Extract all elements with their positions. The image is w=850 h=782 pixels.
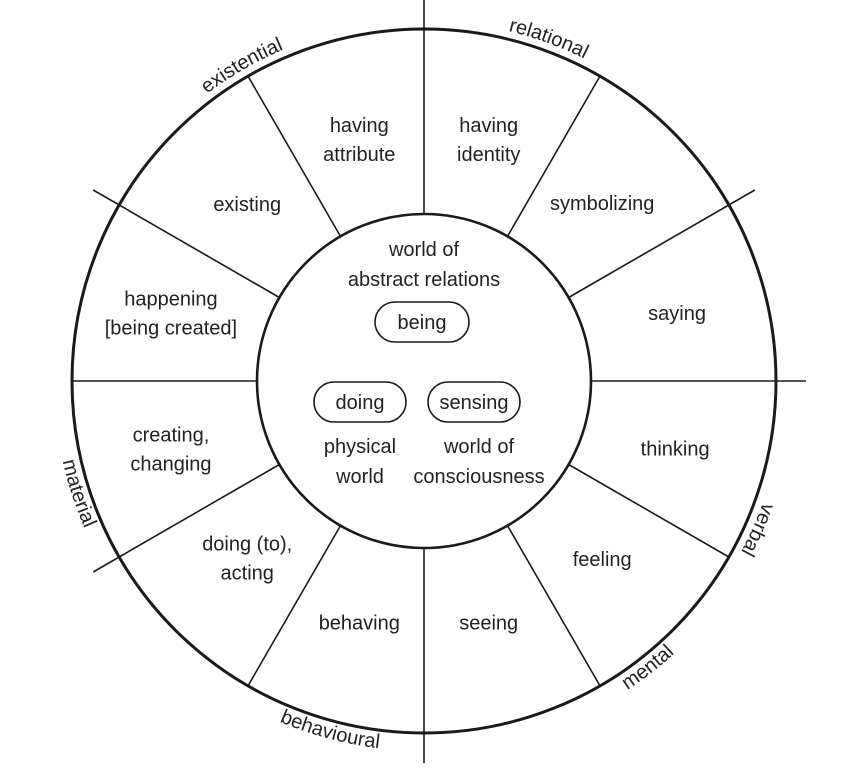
type-boundary-line — [568, 189, 756, 299]
doing-pill — [313, 381, 407, 423]
being-pill — [374, 301, 470, 343]
physical-world-label: physical world — [324, 436, 396, 488]
segment-label-doing-to-acting: doing (to), acting — [202, 533, 292, 584]
physical-world-label-line: physical — [324, 436, 396, 458]
segment-label-feeling: feeling — [573, 549, 632, 571]
segment-label-saying: saying — [648, 303, 706, 325]
segment-label-line: identity — [457, 144, 520, 166]
doing-pill-label: doing — [336, 392, 385, 414]
inner-circle — [255, 212, 593, 550]
segment-label-existing: existing — [213, 194, 281, 216]
process-type-labels: relationalverbalmentalbehaviouralmateria… — [58, 14, 779, 753]
segment-divider-line — [247, 525, 342, 687]
segment-label-line: happening — [124, 289, 217, 311]
segment-label-line: having — [330, 115, 389, 137]
segment-label-line: having — [459, 115, 518, 137]
segment-label-line: attribute — [323, 144, 395, 166]
sensing-pill — [427, 381, 521, 423]
segment-divider-line — [506, 525, 601, 687]
segment-label-happening: happening [being created] — [105, 289, 237, 340]
being-pill-label: being — [398, 312, 447, 334]
segment-label-line: changing — [130, 453, 211, 475]
wheel-structure — [70, 0, 806, 763]
segment-label-having-identity: having identity — [457, 115, 520, 166]
sensing-pill-label: sensing — [440, 392, 509, 414]
abstract-relations-label-line: abstract relations — [348, 269, 500, 291]
process-type-relational: relational — [507, 14, 592, 63]
abstract-relations-label: world of abstract relations — [348, 239, 500, 291]
segment-label-line: saying — [648, 303, 706, 325]
process-type-behavioural: behavioural — [277, 706, 381, 753]
segment-label-line: doing (to), — [202, 533, 292, 555]
core-worlds: world of abstract relations being doing phys… — [313, 239, 545, 488]
process-type-label: existential — [197, 34, 286, 98]
segment-label-having-attribute: having attribute — [323, 115, 395, 166]
process-type-label: material — [58, 457, 101, 531]
segment-label-line: acting — [221, 562, 274, 584]
segment-label-line: existing — [213, 194, 281, 216]
segment-label-line: thinking — [641, 438, 710, 460]
segment-divider-line — [506, 75, 601, 237]
segment-label-line: feeling — [573, 549, 632, 571]
segment-label-thinking: thinking — [641, 438, 710, 460]
physical-world-label-line: world — [335, 466, 384, 488]
segment-label-line: symbolizing — [550, 193, 654, 215]
type-boundary-line — [92, 463, 280, 573]
segment-label-symbolizing: symbolizing — [550, 193, 654, 215]
process-type-label: behavioural — [277, 706, 381, 753]
segment-divider-line — [247, 75, 342, 237]
type-boundary-line — [92, 189, 280, 299]
segment-label-line: creating, — [133, 424, 210, 446]
segment-label-line: behaving — [319, 612, 400, 634]
segment-label-line: seeing — [459, 612, 518, 634]
process-type-label: relational — [507, 14, 592, 63]
process-type-existential: existential — [197, 34, 286, 98]
segment-label-creating-changing: creating, changing — [130, 424, 211, 475]
segment-label-line: [being created] — [105, 318, 237, 340]
segment-label-behaving: behaving — [319, 612, 400, 634]
consciousness-label-line: world of — [443, 436, 514, 458]
consciousness-label-line: consciousness — [413, 466, 544, 488]
segment-divider-line — [568, 463, 730, 558]
process-type-material: material — [58, 457, 101, 531]
abstract-relations-label-line: world of — [388, 239, 459, 261]
segment-label-seeing: seeing — [459, 612, 518, 634]
process-segments: having identity symbolizing saying thinking f… — [105, 115, 710, 634]
consciousness-label: world of consciousness — [413, 436, 544, 488]
